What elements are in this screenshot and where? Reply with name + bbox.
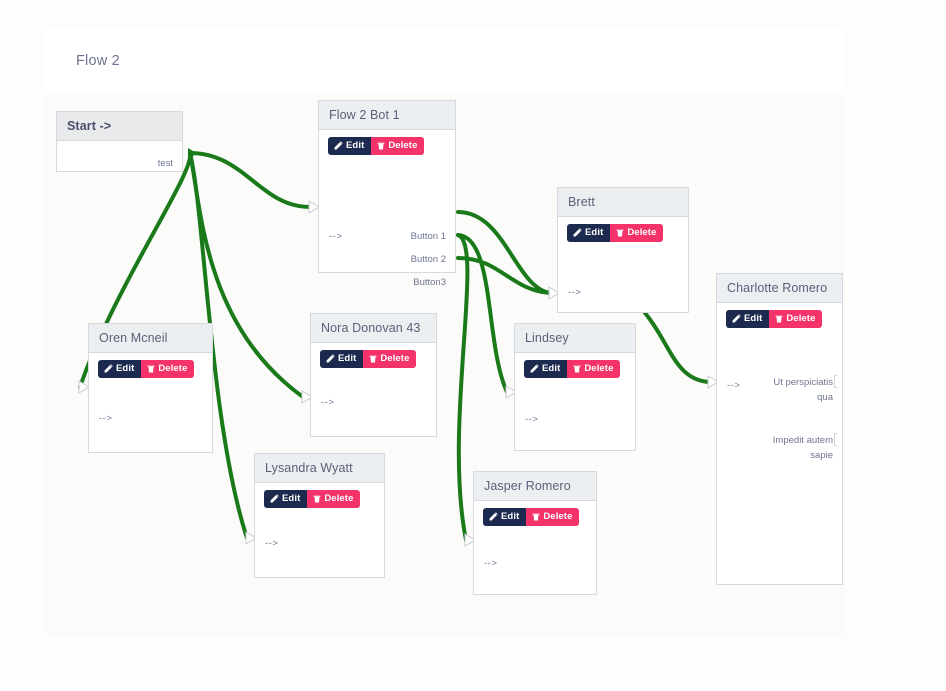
flow-header-panel: Flow 2 [45,28,845,94]
trash-icon [377,141,385,150]
node-jasper-romero[interactable]: Jasper Romero Edit Delete [473,471,597,595]
trash-icon [616,228,624,237]
node-nora-donovan-body: Edit Delete --> [311,343,436,435]
port-in[interactable]: --> [99,413,113,424]
edit-button[interactable]: Edit [264,490,308,508]
port-knob [834,375,837,388]
edit-icon [334,141,343,150]
node-start[interactable]: Start -> test [56,111,183,172]
port-out-test[interactable]: test [157,158,173,169]
page-title: Flow 2 [76,53,120,69]
delete-button[interactable]: Delete [610,224,664,242]
trash-icon [775,314,783,323]
edge-button2-to-lindsey [456,233,509,394]
delete-button[interactable]: Delete [769,310,823,328]
delete-button[interactable]: Delete [371,137,425,155]
node-lindsey[interactable]: Lindsey Edit Delete [514,323,636,451]
edit-button[interactable]: Edit [320,350,364,368]
edge-button1-to-brett [456,210,552,295]
edit-button[interactable]: Edit [567,224,611,242]
port-out-button-2[interactable]: Button 2 [410,254,446,265]
node-flow2bot1[interactable]: Flow 2 Bot 1 Edit Delete [318,100,456,287]
node-brett-body: Edit Delete --> [558,217,688,311]
node-lysandra-wyatt-body: Edit Delete --> [255,483,384,576]
node-lindsey-title: Lindsey [515,324,635,353]
trash-icon [573,364,581,373]
node-lindsey-actions: Edit Delete [515,353,635,378]
trash-icon [147,364,155,373]
node-brett-actions: Edit Delete [558,217,688,242]
node-oren-mcneil-body: Edit Delete --> [89,353,212,451]
node-flow2bot1-actions: Edit Delete [319,130,455,155]
delete-button[interactable]: Delete [567,360,621,378]
node-jasper-romero-body: Edit Delete --> [474,501,596,593]
port-in[interactable]: --> [484,558,498,569]
node-oren-mcneil[interactable]: Oren Mcneil Edit Delete [88,323,213,453]
port-in[interactable]: --> [568,287,582,298]
delete-button[interactable]: Delete [526,508,580,526]
node-lindsey-body: Edit Delete --> [515,353,635,449]
node-charlotte-romero-body: Edit Delete --> Ut perspiciatis qua [717,303,842,583]
node-nora-donovan[interactable]: Nora Donovan 43 Edit Delete [310,313,437,437]
node-nora-donovan-title: Nora Donovan 43 [311,314,436,343]
edit-icon [489,512,498,521]
node-brett-title: Brett [558,188,688,217]
delete-button[interactable]: Delete [363,350,417,368]
edit-icon [573,228,582,237]
port-out-button-3[interactable]: Button3 [413,277,446,288]
trash-icon [369,354,377,363]
node-charlotte-romero-title: Charlotte Romero [717,274,842,303]
edit-icon [326,354,335,363]
node-charlotte-romero-actions: Edit Delete [717,303,842,328]
node-oren-mcneil-title: Oren Mcneil [89,324,212,353]
edge-start-to-flow2bot1 [188,151,312,209]
edit-icon [104,364,113,373]
node-oren-mcneil-actions: Edit Delete [89,353,212,378]
trash-icon [313,494,321,503]
node-lysandra-wyatt-actions: Edit Delete [255,483,384,508]
flow-canvas[interactable]: Start -> test Flow 2 Bot 1 Edit [45,95,845,635]
node-jasper-romero-actions: Edit Delete [474,501,596,526]
edit-icon [732,314,741,323]
edit-button[interactable]: Edit [328,137,372,155]
edit-button[interactable]: Edit [98,360,142,378]
port-out-ut-perspiciatis-qua[interactable]: Ut perspiciatis qua [755,375,837,405]
node-nora-donovan-actions: Edit Delete [311,343,436,368]
delete-button[interactable]: Delete [141,360,195,378]
port-in[interactable]: --> [321,397,335,408]
edge-button3-to-brett [456,256,552,295]
node-brett[interactable]: Brett Edit Delete [557,187,689,313]
edit-button[interactable]: Edit [726,310,770,328]
delete-button[interactable]: Delete [307,490,361,508]
edge-brett-to-charlotte [643,311,711,384]
port-in[interactable]: --> [525,414,539,425]
node-jasper-romero-title: Jasper Romero [474,472,596,501]
port-in[interactable]: --> [329,231,343,242]
edit-button[interactable]: Edit [524,360,568,378]
node-start-body: test [57,141,182,174]
edit-icon [270,494,279,503]
port-out-button-1[interactable]: Button 1 [410,231,446,242]
port-in[interactable]: --> [265,538,279,549]
edit-icon [530,364,539,373]
node-start-title: Start -> [57,112,182,141]
node-charlotte-romero[interactable]: Charlotte Romero Edit Delete [716,273,843,585]
node-lysandra-wyatt-title: Lysandra Wyatt [255,454,384,483]
edit-button[interactable]: Edit [483,508,527,526]
port-out-impedit-autem-sapie[interactable]: Impedit autem sapie [755,433,837,463]
node-flow2bot1-title: Flow 2 Bot 1 [319,101,455,130]
port-in[interactable]: --> [727,380,741,391]
trash-icon [532,512,540,521]
node-lysandra-wyatt[interactable]: Lysandra Wyatt Edit Delete [254,453,385,578]
node-flow2bot1-body: Edit Delete --> Button 1 Butto [319,130,455,287]
edge-button2-to-jasper [456,233,470,542]
port-knob [834,433,837,446]
